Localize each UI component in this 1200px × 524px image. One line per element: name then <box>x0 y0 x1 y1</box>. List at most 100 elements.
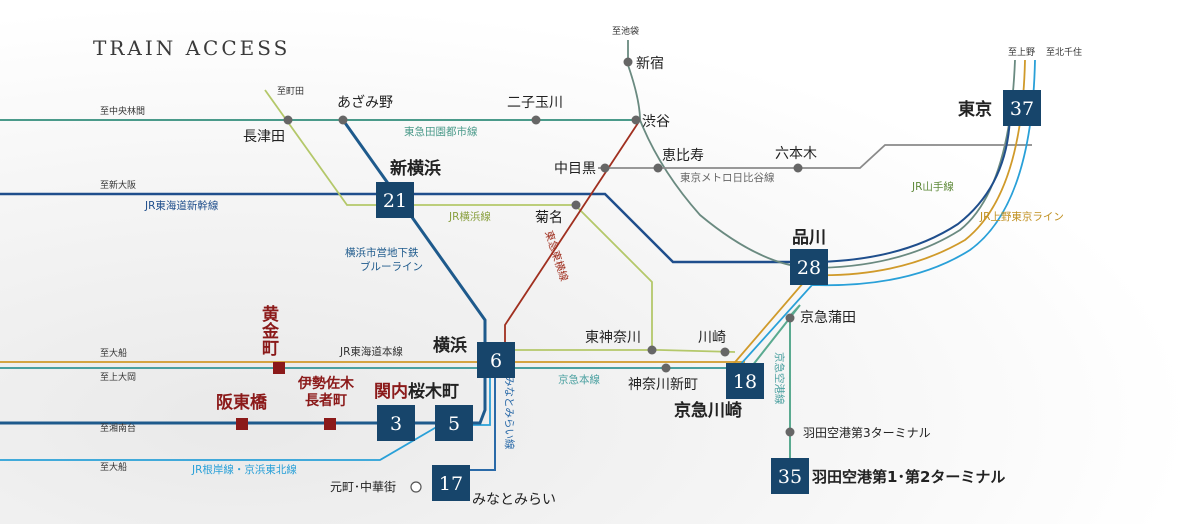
badge-kannai: 3 <box>377 405 415 441</box>
badge-sakuragicho-box <box>435 405 473 441</box>
dot-shinjuku <box>623 57 633 67</box>
station-nagatsuta: 長津田 <box>243 129 285 145</box>
dot-ebisu <box>653 163 663 173</box>
label-minatomirai-line: みなとみらい線 <box>503 376 516 450</box>
badge-haneda12-box <box>771 458 809 494</box>
station-isezaki-1: 伊勢佐木 <box>297 375 355 392</box>
badge-minatomirai-minutes: 17 <box>439 473 463 495</box>
station-haneda3: 羽田空港第3ターミナル <box>803 426 931 440</box>
hibiya-line <box>598 144 1032 169</box>
label-ueno-tokyo: JR上野東京ライン <box>979 210 1064 223</box>
station-haneda12: 羽田空港第1･第2ターミナル <box>812 468 1005 486</box>
station-isezaki-2: 長者町 <box>305 393 347 409</box>
badge-haneda12: 35 <box>771 458 809 494</box>
badge-yokohama: 6 <box>477 342 515 378</box>
badge-shinyokohama-minutes: 21 <box>383 190 407 212</box>
label-hibiya: 東京メトロ日比谷線 <box>680 171 775 184</box>
tokaido-to-tokyo <box>807 114 1011 263</box>
badge-keikyukawasaki-minutes: 18 <box>733 371 757 393</box>
dot-futakotamagawa <box>531 115 541 125</box>
station-shinjuku: 新宿 <box>636 55 664 72</box>
station-roppongi: 六本木 <box>775 146 817 162</box>
station-kanagawashinmachi: 神奈川新町 <box>628 377 698 393</box>
dot-roppongi <box>793 163 803 173</box>
station-higashikanagawa: 東神奈川 <box>585 330 641 346</box>
badge-shinagawa: 28 <box>790 249 828 285</box>
badge-shinyokohama: 21 <box>376 182 414 218</box>
blue-line <box>341 119 487 358</box>
station-keikyukawasaki: 京急川崎 <box>674 400 742 421</box>
keikyu-airport-line <box>744 304 801 460</box>
station-motomachi: 元町･中華街 <box>330 479 396 494</box>
dir-ueno: 至上野 <box>1008 47 1035 58</box>
label-yokohama-line: JR横浜線 <box>448 210 491 223</box>
station-nakameguro: 中目黒 <box>554 161 596 177</box>
label-tokaido-main: JR東海道本線 <box>339 345 403 358</box>
station-kawasaki: 川崎 <box>698 330 726 346</box>
dot-azamino <box>338 115 348 125</box>
station-koganecho: 黄金町 <box>258 304 280 357</box>
station-kikuna: 菊名 <box>535 210 563 226</box>
station-keikyukamata: 京急蒲田 <box>800 310 856 326</box>
dot-motomachi <box>410 481 422 493</box>
dot-kawasaki <box>720 347 730 357</box>
badge-keikyukawasaki-box <box>726 363 764 399</box>
badge-kannai-box <box>377 405 415 441</box>
dir-shinosaka: 至新大阪 <box>100 179 136 191</box>
badge-shinagawa-box <box>790 249 828 285</box>
badge-haneda12-minutes: 35 <box>778 466 802 488</box>
badge-sakuragicho: 5 <box>435 405 473 441</box>
label-yamanote: JR山手線 <box>911 180 954 193</box>
badge-minatomirai-box <box>432 465 470 501</box>
badge-kannai-minutes: 3 <box>390 413 402 435</box>
label-keikyu-main: 京急本線 <box>558 373 600 386</box>
jr-line-yokohama-kawasaki <box>485 349 736 353</box>
station-azamino: あざみ野 <box>337 94 393 111</box>
station-bandobashi: 阪東橋 <box>216 392 268 413</box>
station-shinagawa: 品川 <box>792 228 826 248</box>
station-shibuya: 渋谷 <box>642 114 670 130</box>
dot-kikuna <box>571 200 581 210</box>
station-dots <box>283 57 803 437</box>
label-keikyu-airport: 京急空港線 <box>773 352 786 405</box>
badge-tokyo-box <box>1003 90 1041 126</box>
badge-shinyokohama-box <box>376 182 414 218</box>
dot-shibuya <box>631 115 641 125</box>
dir-kamiooka: 至上大岡 <box>100 371 136 383</box>
badge-shinagawa-minutes: 28 <box>797 257 821 279</box>
label-blue-line-1: 横浜市営地下鉄 <box>345 246 419 259</box>
station-futakotamagawa: 二子玉川 <box>507 95 563 111</box>
dot-higashikanagawa <box>647 345 657 355</box>
badge-minatomirai: 17 <box>432 465 470 501</box>
dot-kanagawashinmachi <box>661 363 671 373</box>
marker-bandobashi <box>236 418 248 430</box>
dot-keikyukamata <box>785 313 795 323</box>
badge-yokohama-box <box>477 342 515 378</box>
label-tokaido-shinkansen: JR東海道新幹線 <box>144 199 219 212</box>
station-shinyokohama: 新横浜 <box>390 158 441 179</box>
map-title: TRAIN ACCESS <box>93 36 290 60</box>
badge-tokyo-minutes: 37 <box>1010 98 1034 120</box>
dir-kitasenju: 至北千住 <box>1046 46 1082 58</box>
label-negishi: JR根岸線・京浜東北線 <box>191 463 297 476</box>
dot-nakameguro <box>600 163 610 173</box>
label-tokyu-denentoshi: 東急田園都市線 <box>404 125 478 138</box>
dir-machida: 至町田 <box>277 86 304 97</box>
keihin-tohoku-line <box>739 59 1036 366</box>
badge-keikyukawasaki: 18 <box>726 363 764 399</box>
station-ebisu: 恵比寿 <box>662 147 704 164</box>
label-toyoko: 東急東横線 <box>542 229 571 283</box>
marker-koganecho <box>273 362 285 374</box>
dot-nagatsuta <box>283 115 293 125</box>
station-kannai: 関内 <box>374 381 408 402</box>
label-blue-line-2: ブルーライン <box>360 260 423 273</box>
jr-ueno-tokyo-line <box>729 59 1026 369</box>
station-yokohama: 横浜 <box>433 335 467 356</box>
dir-shonandai: 至湘南台 <box>100 422 136 434</box>
station-sakuragicho: 桜木町 <box>408 381 459 402</box>
badge-tokyo: 37 <box>1003 90 1041 126</box>
badge-yokohama-minutes: 6 <box>490 350 502 372</box>
dot-haneda3 <box>785 427 795 437</box>
marker-isezakichojamachi <box>324 418 336 430</box>
